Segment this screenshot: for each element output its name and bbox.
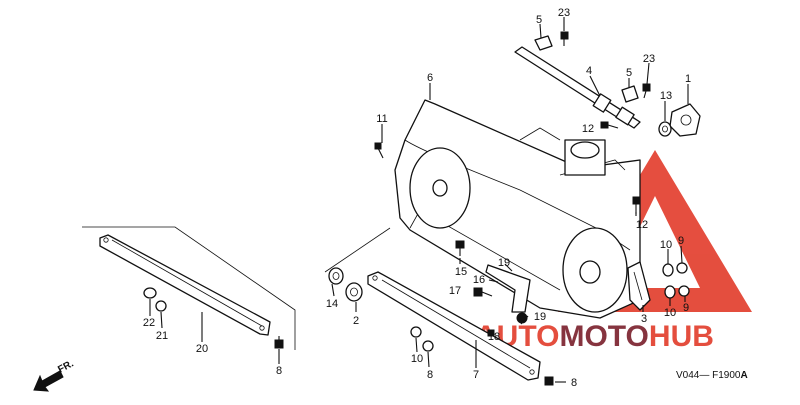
nut-9c bbox=[422, 340, 434, 352]
part-label-1: 1 bbox=[685, 73, 691, 85]
section-guide-line bbox=[82, 226, 296, 350]
bolt-15 bbox=[455, 240, 465, 256]
part-1-bearing-housing bbox=[669, 103, 701, 137]
section-guide-line bbox=[324, 227, 391, 273]
part-label-8: 8 bbox=[276, 365, 282, 377]
part-label-11: 11 bbox=[376, 113, 387, 125]
part-20-skid-bar bbox=[99, 234, 271, 336]
part-label-4: 4 bbox=[586, 65, 592, 77]
part-3-plate bbox=[627, 261, 651, 311]
part-label-18: 18 bbox=[488, 331, 500, 343]
part-label-8: 8 bbox=[571, 377, 577, 389]
part-4-shaft bbox=[514, 46, 641, 129]
part-label-19: 19 bbox=[534, 311, 546, 323]
part-label-23: 23 bbox=[558, 7, 570, 19]
part-6-auger-housing bbox=[394, 99, 641, 319]
nut-9b bbox=[678, 285, 690, 297]
washer-22 bbox=[143, 287, 157, 299]
part-label-3: 3 bbox=[641, 313, 647, 325]
part-label-20: 20 bbox=[196, 343, 208, 355]
part-label-12: 12 bbox=[582, 123, 594, 135]
part-label-2: 2 bbox=[353, 315, 359, 327]
bolt-12 bbox=[600, 121, 619, 129]
part-label-10: 10 bbox=[411, 353, 423, 365]
bolt-17 bbox=[473, 287, 493, 297]
part-label-17: 17 bbox=[449, 285, 461, 297]
part-label-9: 8 bbox=[427, 369, 433, 381]
part-label-22: 22 bbox=[143, 317, 155, 329]
nut-19b bbox=[516, 312, 528, 324]
bolt-23a bbox=[560, 31, 569, 46]
bolt-8a bbox=[274, 336, 284, 349]
part-label-10: 10 bbox=[664, 307, 676, 319]
part-label-23: 23 bbox=[643, 53, 655, 65]
bolt-8b bbox=[544, 376, 554, 386]
part-label-9: 9 bbox=[683, 302, 689, 314]
part-label-19: 19 bbox=[498, 257, 510, 269]
part-16-bracket bbox=[485, 264, 531, 313]
bolt-23b bbox=[642, 83, 651, 99]
part-label-14: 14 bbox=[326, 298, 338, 310]
bolt-11 bbox=[374, 142, 384, 159]
washer-10a bbox=[662, 263, 674, 277]
part-label-15: 15 bbox=[455, 266, 467, 278]
part-label-5: 5 bbox=[626, 67, 632, 79]
front-direction-arrow-icon bbox=[33, 370, 64, 392]
washer-10b bbox=[664, 285, 676, 299]
part-label-12: 12 bbox=[636, 219, 648, 231]
part-labels: 5 23 4 5 23 1 13 12 6 11 12 10 9 19 15 1… bbox=[143, 7, 691, 389]
figure-code: V044— F1900A bbox=[676, 370, 748, 381]
clip-5a bbox=[534, 35, 553, 51]
part-label-16: 16 bbox=[473, 274, 485, 286]
part-label-6: 6 bbox=[427, 72, 433, 84]
nut-9a bbox=[676, 262, 688, 274]
washer-2 bbox=[345, 282, 363, 302]
part-13-bearing bbox=[658, 121, 672, 137]
part-label-21: 21 bbox=[156, 330, 168, 342]
clip-5b bbox=[621, 85, 639, 103]
part-7-skid-bar bbox=[367, 271, 541, 381]
drawing bbox=[33, 17, 701, 392]
part-label-5: 5 bbox=[536, 14, 542, 26]
washer-10c bbox=[410, 326, 422, 338]
leader-lines bbox=[149, 17, 689, 383]
part-label-13: 13 bbox=[660, 90, 672, 102]
part-label-9: 9 bbox=[678, 235, 684, 247]
direction-marker: FR. bbox=[56, 358, 76, 375]
part-label-7: 7 bbox=[473, 369, 479, 381]
nut-21 bbox=[155, 300, 167, 312]
washer-14 bbox=[328, 267, 344, 285]
part-label-10: 10 bbox=[660, 239, 672, 251]
